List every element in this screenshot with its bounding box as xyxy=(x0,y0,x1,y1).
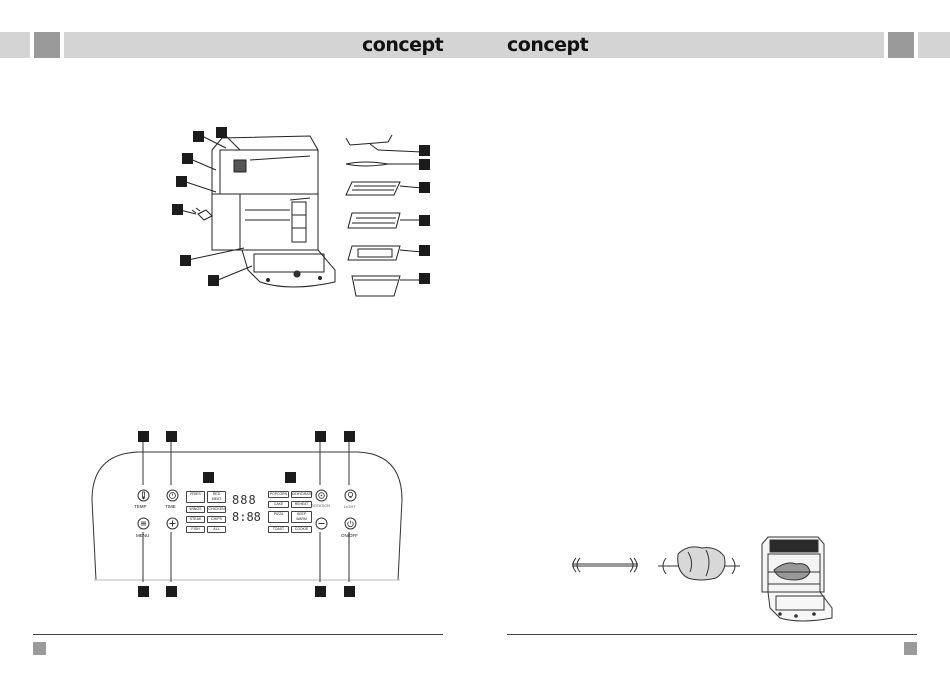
header-left-pad xyxy=(0,32,30,58)
callout-marker xyxy=(285,472,296,483)
rotisserie-spit-illustration xyxy=(566,544,644,584)
preset-dehydrate[interactable]: DEHYDRATE xyxy=(291,491,312,498)
header-divider xyxy=(884,32,888,58)
minus-icon[interactable] xyxy=(315,517,328,530)
header-left-square xyxy=(34,32,60,58)
menu-presets-left: FRIES RED MEAT WINGS CHICKEN STEAK CHIPS… xyxy=(186,491,226,533)
footer-rule-left xyxy=(33,634,443,635)
rotation-icon[interactable] xyxy=(315,489,328,502)
callout-marker xyxy=(180,255,191,266)
callout-marker xyxy=(419,182,430,193)
thermometer-icon[interactable] xyxy=(137,489,150,502)
plus-icon[interactable] xyxy=(166,517,179,530)
callout-marker xyxy=(172,204,183,215)
oven-with-rotisserie-illustration xyxy=(756,534,836,624)
page-marker-left xyxy=(33,642,46,655)
callout-marker xyxy=(166,431,177,442)
header-divider xyxy=(30,32,34,58)
on-off-label: ON/OFF xyxy=(341,533,358,538)
callout-marker xyxy=(182,153,193,164)
page-marker-right xyxy=(904,642,917,655)
callout-marker xyxy=(176,176,187,187)
callout-marker xyxy=(419,273,430,284)
header-divider xyxy=(60,32,64,58)
preset-chicken[interactable]: CHICKEN xyxy=(207,506,226,513)
time-label: TIME xyxy=(165,504,176,509)
brand-logo-right: concept xyxy=(507,34,588,56)
brand-logo-left: concept xyxy=(362,34,443,56)
clock-icon[interactable] xyxy=(166,489,179,502)
preset-all[interactable]: ALL xyxy=(207,526,226,533)
header-bar xyxy=(0,32,950,58)
preset-chips[interactable]: CHIPS xyxy=(207,516,226,523)
air-fryer-oven-diagram xyxy=(160,120,450,300)
menu-label: MENU xyxy=(136,533,149,538)
callout-marker xyxy=(419,145,430,156)
callout-marker xyxy=(138,431,149,442)
preset-reheat[interactable]: REHEAT xyxy=(291,501,312,508)
preset-steak[interactable]: STEAK xyxy=(186,516,205,523)
callout-marker xyxy=(344,431,355,442)
menu-icon[interactable] xyxy=(137,517,150,530)
callout-marker xyxy=(216,127,227,138)
header-divider xyxy=(914,32,918,58)
preset-keep-warm[interactable]: KEEP WARM xyxy=(291,511,312,523)
preset-fries[interactable]: FRIES xyxy=(186,491,205,503)
preset-pizza[interactable]: PIZZA xyxy=(268,511,289,523)
rotation-label: ROTATION xyxy=(311,504,330,508)
display-time: 8:88 xyxy=(232,510,261,524)
header-right-square xyxy=(888,32,914,58)
light-bulb-icon[interactable] xyxy=(344,489,357,502)
callout-marker xyxy=(419,215,430,226)
preset-wings[interactable]: WINGS xyxy=(186,506,205,513)
rotisserie-chicken-illustration xyxy=(654,540,744,584)
callout-marker xyxy=(315,431,326,442)
preset-cookie[interactable]: COOKIE xyxy=(291,526,312,533)
preset-fish[interactable]: FISH xyxy=(186,526,205,533)
preset-cake[interactable]: CAKE xyxy=(268,501,289,508)
callout-marker xyxy=(315,586,326,597)
callout-marker xyxy=(208,275,219,286)
footer-rule-right xyxy=(507,634,917,635)
callout-marker xyxy=(419,245,430,256)
callout-marker xyxy=(166,586,177,597)
preset-toast[interactable]: TOAST xyxy=(268,526,289,533)
power-icon[interactable] xyxy=(344,517,357,530)
preset-red-meat[interactable]: RED MEAT xyxy=(207,491,226,503)
menu-presets-right: POPCORN DEHYDRATE CAKE REHEAT PIZZA KEEP… xyxy=(268,491,312,533)
display-temperature: 888 xyxy=(232,493,257,507)
callout-marker xyxy=(138,586,149,597)
callout-marker xyxy=(344,586,355,597)
callout-marker xyxy=(419,159,430,170)
callout-marker xyxy=(203,472,214,483)
preset-popcorn[interactable]: POPCORN xyxy=(268,491,289,498)
light-label: LIGHT xyxy=(344,504,356,509)
callout-marker xyxy=(193,131,204,142)
temp-label: TEMP xyxy=(134,504,147,509)
